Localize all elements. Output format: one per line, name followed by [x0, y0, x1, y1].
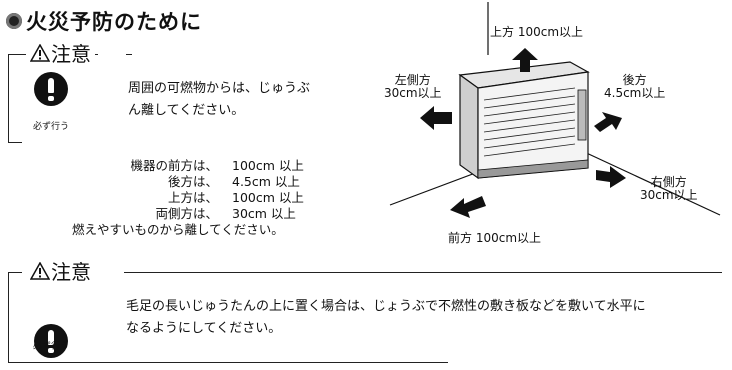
- clearance-list: 機器の前方は、 100cm 以上 後方は、 4.5cm 以上 上方は、 100c…: [72, 158, 304, 238]
- arrow-up-icon: [512, 48, 538, 72]
- diagram-label-front: 前方 100cm以上: [448, 231, 542, 245]
- mandatory-action-icon: [34, 324, 68, 358]
- clearance-label: 上方は、: [167, 190, 218, 205]
- warning-triangle-icon: [30, 261, 50, 280]
- caution2-text-line1: 毛足の長いじゅうたんの上に置く場合は、じょうぶで不燃性の敷き板などを敷いて水平に: [126, 299, 646, 314]
- diagram-label-left-line2: 30cm以上: [384, 86, 442, 100]
- diagram-label-back-line2: 4.5cm以上: [604, 86, 666, 100]
- caution1-border-left: [8, 54, 9, 142]
- caution1-icon-caption: 必ず行う: [32, 122, 69, 132]
- caution2-border-top: [8, 272, 22, 273]
- caution1-text: 周囲の可燃物からは、じゅうぶ ん離してください。: [128, 78, 310, 122]
- arrow-right-icon: [596, 166, 626, 188]
- mandatory-action-icon: [34, 72, 68, 106]
- caution2-icon-caption: 必ず行う: [32, 342, 69, 352]
- diagram-label-left: 左側方 30cm以上: [384, 74, 442, 100]
- caution2-label: 注意: [51, 260, 91, 284]
- caution2-border-top-right: [124, 272, 722, 273]
- caution2-border-bottom: [8, 362, 448, 363]
- diagram-label-right: 右側方 30cm以上: [640, 176, 698, 202]
- caution2-text-line2: なるようにしてください。: [126, 321, 282, 336]
- warning-triangle-icon: [30, 43, 50, 62]
- arrow-left-icon: [420, 106, 452, 130]
- heater-illustration: [458, 61, 590, 180]
- arrow-front-icon: [450, 196, 486, 218]
- clearance-label: 機器の前方は、: [130, 158, 218, 173]
- floor-line-right: [579, 149, 721, 216]
- caution1-text-line2: ん離してください。: [128, 103, 245, 118]
- diagram-label-back: 後方 4.5cm以上: [604, 74, 665, 100]
- clearance-value: 100cm 以上: [232, 158, 304, 173]
- clearance-value: 100cm 以上: [232, 190, 304, 205]
- caution1-border-top-right: [126, 54, 132, 55]
- diagram-label-left-line1: 左側方: [394, 73, 431, 87]
- clearance-row: 機器の前方は、 100cm 以上: [72, 158, 304, 174]
- clearance-row: 上方は、 100cm 以上: [72, 190, 304, 206]
- diagram-label-top: 上方 100cm以上: [490, 25, 584, 39]
- clearance-label: 後方は、: [167, 174, 218, 189]
- caution1-text-line1: 周囲の可燃物からは、じゅうぶ: [128, 81, 311, 96]
- clearance-value: 4.5cm 以上: [232, 174, 300, 189]
- arrow-back-icon: [594, 112, 622, 132]
- caution2-header: 注意: [26, 256, 95, 285]
- section-title-text: 火災予防のために: [26, 10, 202, 34]
- caution2-text: 毛足の長いじゅうたんの上に置く場合は、じょうぶで不燃性の敷き板などを敷いて水平に…: [126, 296, 646, 340]
- caution1-label: 注意: [51, 42, 91, 66]
- section-title: 火災予防のために: [6, 6, 202, 36]
- caution1-border-bottom: [8, 142, 22, 143]
- clearance-label: 両側方は、: [155, 206, 218, 221]
- clearance-footer: 燃えやすいものから離してください。: [72, 222, 284, 237]
- caution2-border-left: [8, 272, 9, 362]
- diagram-label-right-line1: 右側方: [650, 175, 687, 189]
- heater-clearance-diagram: [389, 2, 721, 218]
- clearance-value: 30cm 以上: [232, 206, 296, 221]
- caution1-header: 注意: [26, 38, 95, 67]
- clearance-row: 後方は、 4.5cm 以上: [72, 174, 304, 190]
- clearance-row: 両側方は、 30cm 以上: [72, 206, 304, 222]
- diagram-label-right-line2: 30cm以上: [640, 188, 698, 202]
- diagram-label-back-line1: 後方: [622, 73, 647, 87]
- bullet-icon: [6, 13, 22, 29]
